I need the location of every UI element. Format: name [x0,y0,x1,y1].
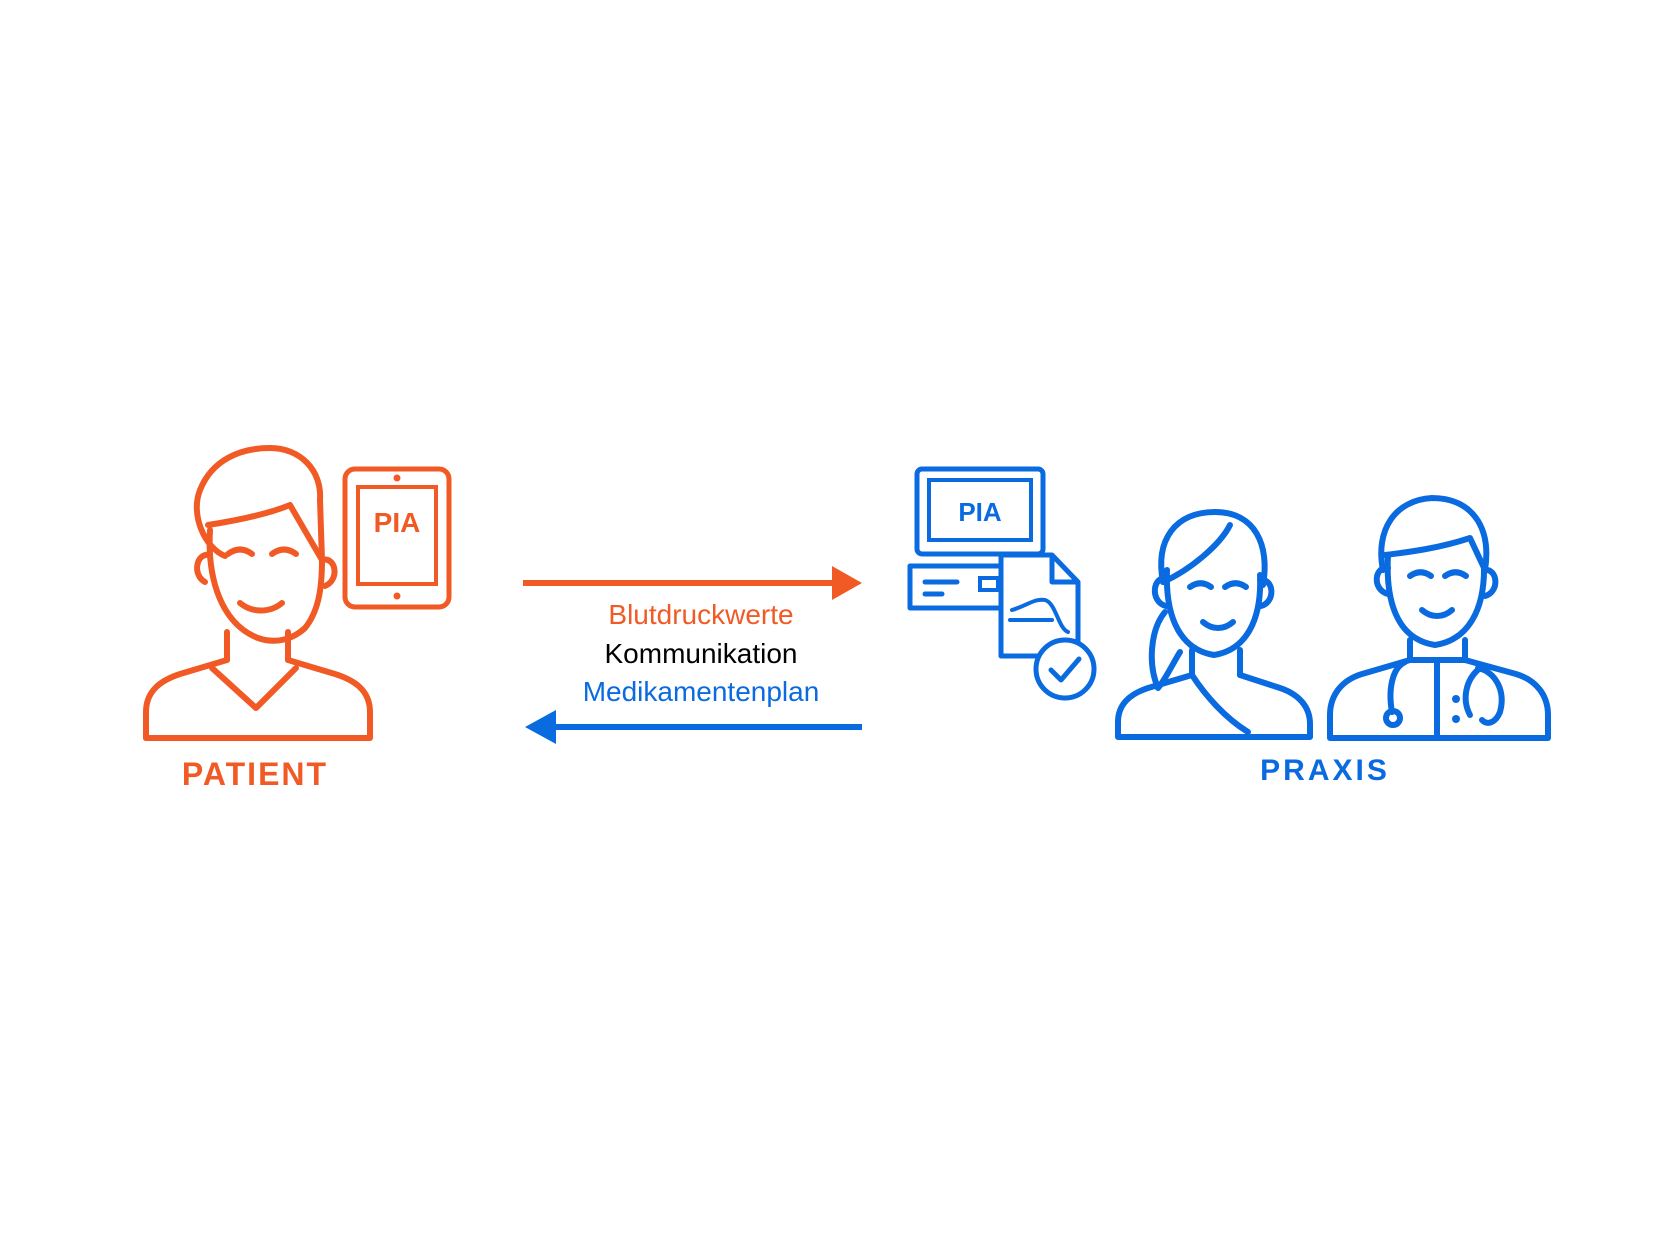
doctor-coat-buttons [1452,695,1460,723]
doctor-icon [1327,495,1551,741]
tablet-screen-label: PIA [374,507,421,538]
patient-person-icon [143,445,373,741]
computer-icon: PIA [907,466,1046,611]
flow-label-blutdruckwerte: Blutdruckwerte [608,599,793,630]
arrow-to-patient [525,710,862,744]
checkmark-circle-icon [1033,637,1097,701]
monitor-screen-label: PIA [958,497,1002,527]
flow-label-kommunikation: Kommunikation [605,638,798,669]
nurse-icon [1115,509,1313,740]
tablet-icon: PIA [342,466,452,610]
praxis-label: PRAXIS [1260,754,1390,787]
arrow-to-praxis [523,566,862,600]
patient-label: PATIENT [182,756,328,792]
document-chart-icon [998,552,1081,659]
flow-label-medikamentenplan: Medikamentenplan [583,676,820,707]
